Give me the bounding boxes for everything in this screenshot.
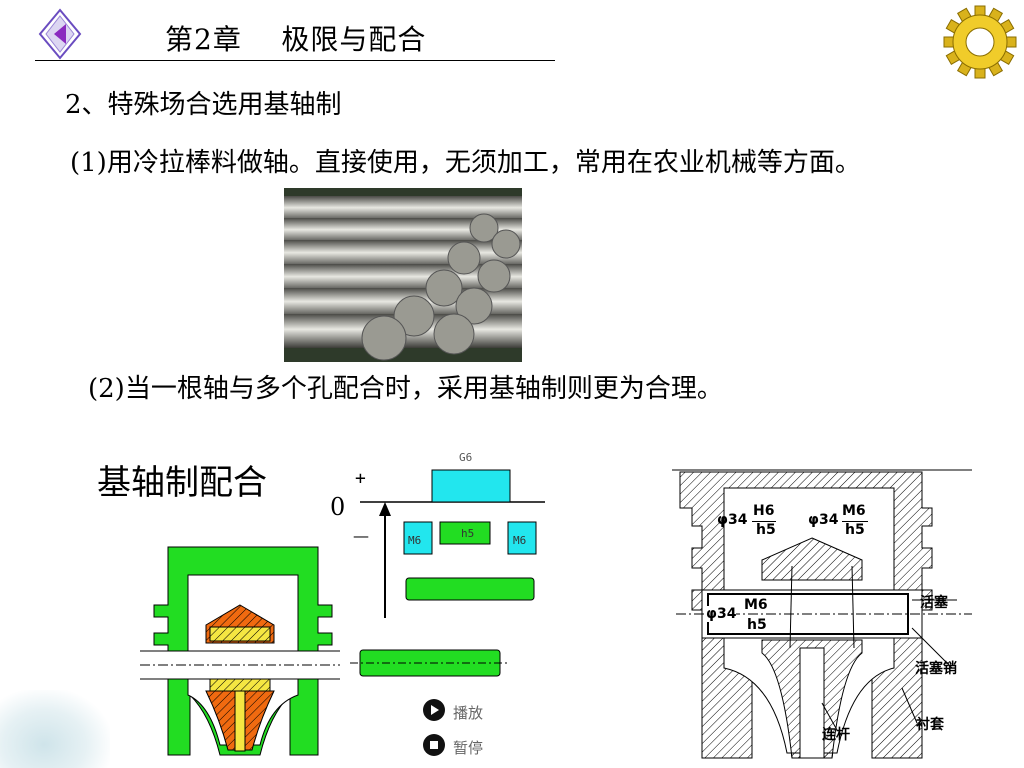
fit1-fraction-bar	[752, 521, 776, 522]
piston-assembly-illustration	[140, 546, 340, 756]
fit3-denominator: h5	[747, 617, 767, 633]
steel-bars-photo	[284, 188, 522, 362]
zone-m6-right-label: M6	[513, 534, 527, 547]
play-label[interactable]: 播放	[453, 704, 484, 722]
decorative-swoosh	[0, 690, 110, 768]
zone-m6-left-label: M6	[408, 534, 422, 547]
pause-label[interactable]: 暂停	[453, 739, 484, 757]
paragraph-cold-drawn-bar: (1)用冷拉棒料做轴。直接使用，无须加工，常用在农业机械等方面。	[70, 148, 861, 178]
gear-icon	[943, 5, 1017, 79]
play-button[interactable]	[423, 699, 445, 721]
label-connecting-rod: 连杆	[822, 727, 850, 743]
paragraph-multi-hole: (2)当一根轴与多个孔配合时，采用基轴制则更为合理。	[88, 374, 723, 404]
zone-h5-label: h5	[461, 527, 475, 540]
fit1-denominator: h5	[756, 522, 776, 538]
zone-plus-label: +	[355, 468, 366, 489]
zone-zero-label: 0	[330, 493, 346, 521]
pause-button[interactable]	[423, 734, 445, 756]
title-divider	[35, 60, 555, 61]
label-piston-pin: 活塞销	[915, 661, 957, 677]
zone-minus-label: —	[353, 526, 369, 545]
logo-icon	[38, 8, 82, 60]
fit1-numerator: H6	[753, 503, 775, 519]
pause-icon	[430, 741, 438, 749]
slide-title: 第2章 极限与配合	[165, 23, 427, 56]
section-heading: 2、特殊场合选用基轴制	[65, 90, 342, 120]
fit3-numerator: M6	[744, 597, 768, 613]
label-bushing: 衬套	[916, 717, 944, 733]
fit2-denominator: h5	[845, 522, 865, 538]
fit2-fraction-bar	[842, 521, 868, 522]
zone-g6-label: G6	[459, 451, 473, 464]
play-icon	[431, 705, 439, 715]
fit2-prefix: φ34	[808, 512, 839, 528]
diagram-title: 基轴制配合	[97, 463, 267, 503]
fit1-prefix: φ34	[717, 512, 748, 528]
label-piston: 活塞	[920, 595, 948, 611]
tolerance-zone-diagram	[350, 469, 545, 677]
fit3-prefix: φ34	[706, 606, 737, 622]
fit2-numerator: M6	[842, 503, 866, 519]
